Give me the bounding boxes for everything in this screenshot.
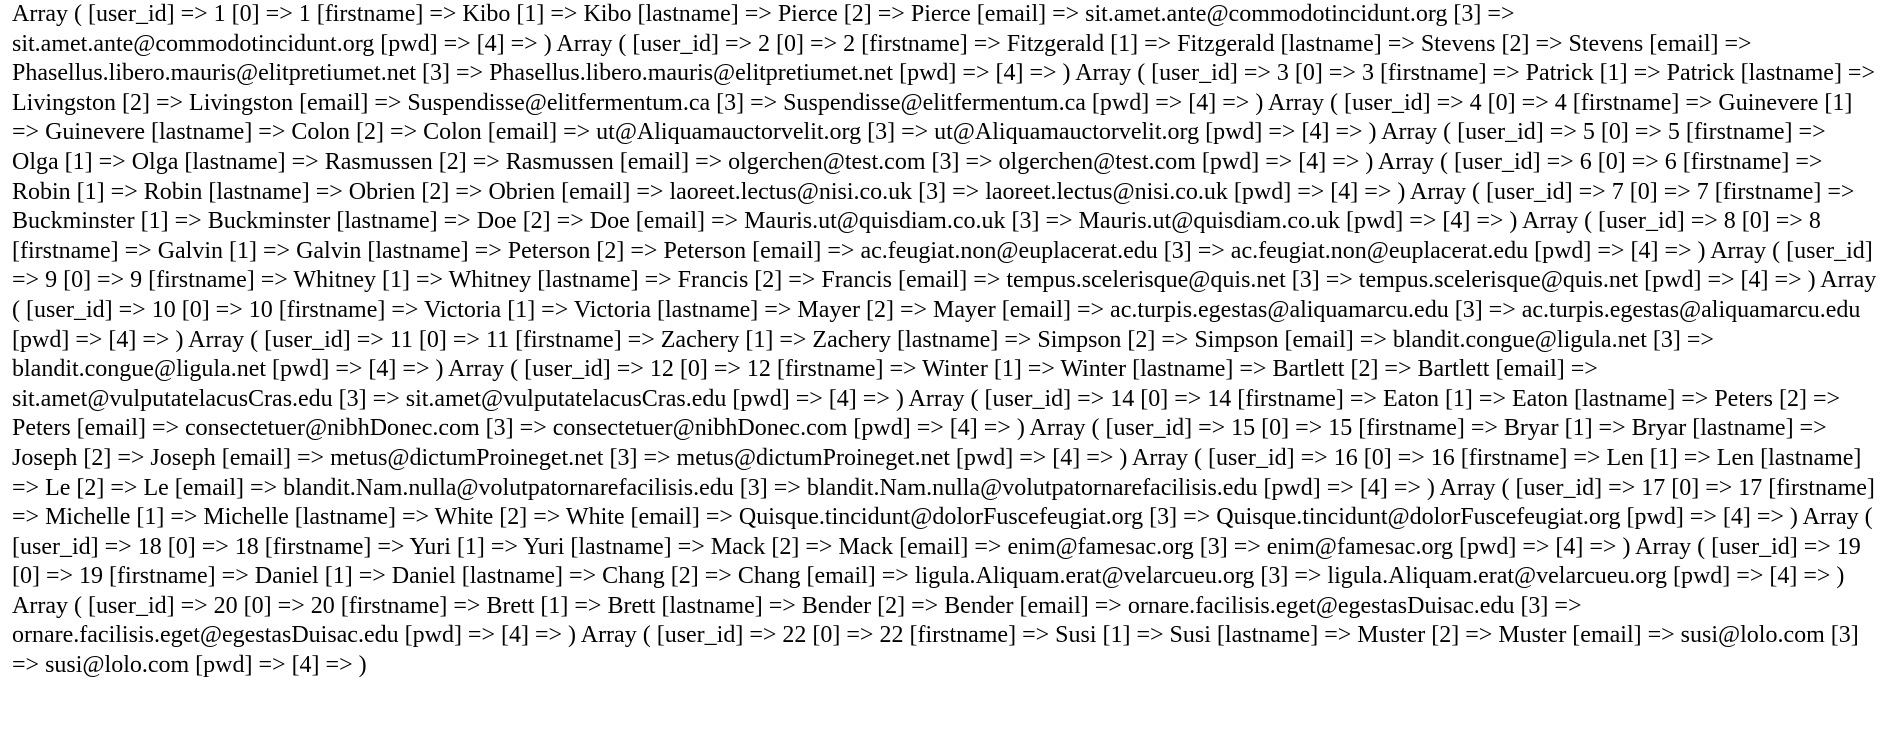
user-record-array: Array ( [user_id] => 15 [0] => 15 [first… [12,415,1827,471]
user-record-array: Array ( [user_id] => 7 [0] => 7 [firstna… [12,178,1855,235]
user-record-array: Array ( [user_id] => 2 [0] => 2 [firstna… [12,30,1752,87]
user-record-array: Array ( [user_id] => 5 [0] => 5 [firstna… [12,119,1826,175]
user-record-array: Array ( [user_id] => 14 [0] => 14 [first… [12,385,1841,442]
user-record-array: Array ( [user_id] => 4 [0] => 4 [firstna… [12,89,1853,146]
user-record-array: Array ( [user_id] => 3 [0] => 3 [firstna… [12,60,1875,116]
user-record-array: Array ( [user_id] => 6 [0] => 6 [firstna… [12,148,1823,205]
user-record-array: Array ( [user_id] => 18 [0] => 18 [first… [12,504,1873,560]
php-array-dump-output: Array ( [user_id] => 1 [0] => 1 [firstna… [12,1,1877,679]
user-record-array: Array ( [user_id] => 16 [0] => 16 [first… [12,444,1862,501]
user-record-array: Array ( [user_id] => 8 [0] => 8 [firstna… [12,208,1821,264]
user-record-array: Array ( [user_id] => 20 [0] => 20 [first… [12,592,1582,649]
user-record-array: Array ( [user_id] => 1 [0] => 1 [firstna… [12,1,1515,57]
user-record-array: Array ( [user_id] => 10 [0] => 10 [first… [12,267,1877,353]
user-record-array: Array ( [user_id] => 11 [0] => 11 [first… [12,326,1714,383]
user-record-array: Array ( [user_id] => 12 [0] => 12 [first… [12,356,1598,412]
user-record-array: Array ( [user_id] => 19 [0] => 19 [first… [12,533,1861,590]
user-record-array: Array ( [user_id] => 22 [0] => 22 [first… [12,622,1859,679]
user-record-array: Array ( [user_id] => 9 [0] => 9 [firstna… [12,237,1873,294]
user-record-array: Array ( [user_id] => 17 [0] => 17 [first… [12,474,1875,531]
